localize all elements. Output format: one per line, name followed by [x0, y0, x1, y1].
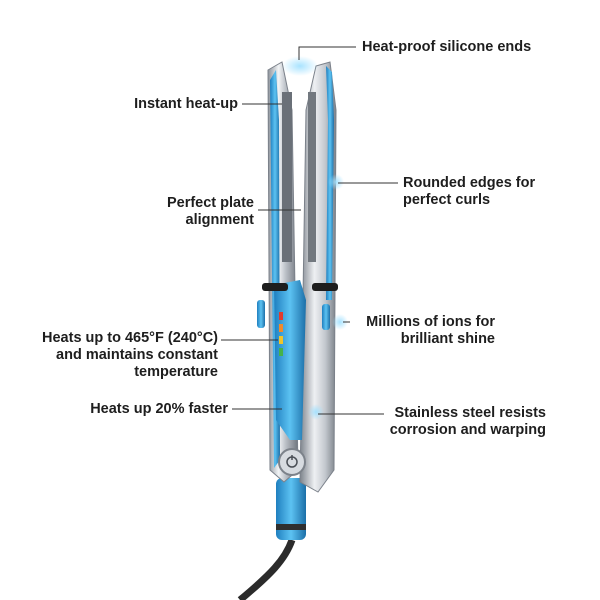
- callout-faster: Heats up 20% faster: [60, 401, 228, 418]
- indicator-orange: [279, 324, 283, 332]
- callout-text: Heats up 20% faster: [90, 401, 228, 417]
- callout-text-line1: Rounded edges for: [403, 175, 536, 191]
- handle-base: [276, 478, 306, 540]
- indicator-red: [279, 312, 283, 320]
- left-plate: [282, 92, 292, 262]
- callout-text: Heat-proof silicone ends: [362, 39, 532, 55]
- callout-instant-heat: Instant heat-up: [120, 96, 238, 113]
- grip-ring-left: [262, 283, 288, 291]
- callout-rounded-edges: Rounded edges for perfect curls: [403, 175, 535, 209]
- indicator-green: [279, 348, 283, 356]
- callout-stainless-steel: Stainless steel resists corrosion and wa…: [376, 405, 546, 439]
- callout-text-line1: Stainless steel resists: [394, 405, 546, 421]
- callout-text: Instant heat-up: [134, 96, 238, 112]
- callout-heats-465: Heats up to 465°F (240°C) and maintains …: [6, 330, 218, 381]
- indicator-yellow: [279, 336, 283, 344]
- callout-silicone-ends: Heat-proof silicone ends: [362, 39, 531, 56]
- callout-ions: Millions of ions for brilliant shine: [355, 314, 495, 348]
- callout-plate-alignment: Perfect plate alignment: [110, 195, 254, 229]
- callout-text-line2: brilliant shine: [400, 331, 495, 347]
- callout-text-line2: and maintains constant: [56, 347, 218, 363]
- control-strip: [274, 280, 306, 440]
- callout-text-line2: corrosion and warping: [389, 422, 546, 438]
- side-slider-right: [322, 304, 330, 330]
- callout-lines: [221, 46, 398, 415]
- callout-text-line1: Heats up to 465°F (240°C): [42, 330, 218, 346]
- callout-text-line2: alignment: [185, 212, 254, 228]
- callout-text-line1: Perfect plate: [166, 195, 254, 211]
- power-cord: [237, 538, 296, 600]
- power-button: [278, 448, 306, 476]
- side-slider-left: [257, 300, 265, 328]
- callout-text-line2: perfect curls: [403, 192, 491, 208]
- callout-text-line1: Millions of ions for: [366, 314, 495, 330]
- grip-ring-right: [312, 283, 338, 291]
- callout-text-line3: temperature: [134, 364, 218, 380]
- right-plate: [308, 92, 316, 262]
